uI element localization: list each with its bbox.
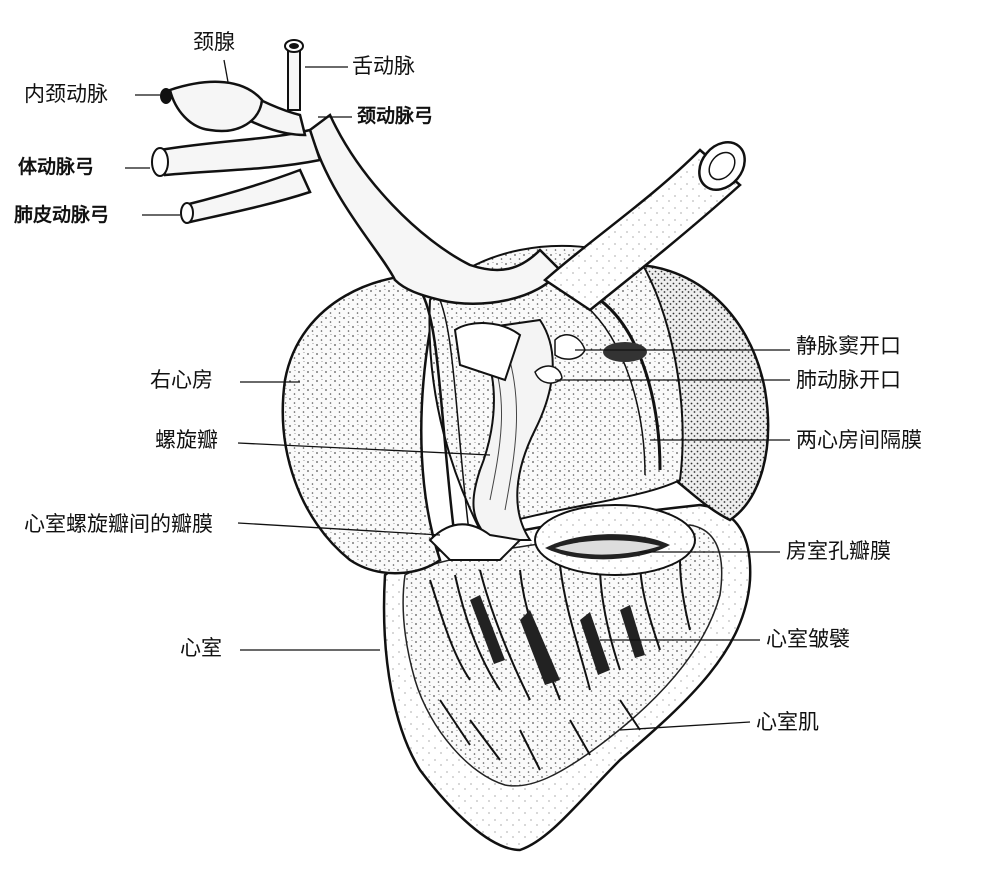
label-carotid-arch: 颈动脉弓 xyxy=(357,105,434,127)
label-interatrial-septum: 两心房间隔膜 xyxy=(796,428,922,452)
av-valve-fold-light xyxy=(555,540,660,555)
label-atrioventricular-valve: 房室孔瓣膜 xyxy=(786,539,891,563)
label-systemic-arch: 体动脉弓 xyxy=(18,156,95,178)
label-right-atrium: 右心房 xyxy=(150,368,213,392)
label-internal-carotid-artery: 内颈动脉 xyxy=(24,82,108,106)
leader-lines xyxy=(125,59,790,731)
label-carotid-gland: 颈腺 xyxy=(193,30,235,54)
label-lingual-artery: 舌动脉 xyxy=(352,54,415,78)
pulmocutaneous-arch-end xyxy=(180,202,194,224)
truncus-wall-left xyxy=(418,289,457,541)
label-sinus-venosus-opening: 静脉窦开口 xyxy=(796,334,901,358)
label-ventricle: 心室 xyxy=(180,636,222,660)
pulmocutaneous-arch xyxy=(183,168,312,224)
interatrial-septum xyxy=(599,298,662,471)
systemic-arch-end xyxy=(151,147,169,177)
systemic-arch xyxy=(158,128,322,177)
label-pulmonary-artery-opening: 肺动脉开口 xyxy=(796,368,901,392)
right-atrium xyxy=(281,273,442,575)
internal-carotid-end xyxy=(160,88,172,104)
spiral-valve xyxy=(467,318,554,541)
label-ventricular-muscle: 心室肌 xyxy=(756,710,819,734)
vena-cava-inner xyxy=(708,151,736,181)
pulmonary-vein-opening xyxy=(534,365,563,384)
ventricular-valve-membrane xyxy=(428,523,523,561)
label-ventricular-spiral-valve-membrane: 心室螺旋瓣间的瓣膜 xyxy=(24,512,213,536)
label-spiral-valve: 螺旋瓣 xyxy=(155,428,218,452)
carotid-gland xyxy=(168,80,264,133)
interatrial-septum-inner xyxy=(584,304,646,476)
conus-flap xyxy=(453,322,522,382)
truncus-trunk xyxy=(308,113,562,305)
ventricle-fold-dark xyxy=(470,595,645,685)
label-ventricular-folds: 心室皱襞 xyxy=(766,627,850,651)
truncus-wall-left-inner xyxy=(434,289,471,541)
label-pulmocutaneous-arch: 肺皮动脉弓 xyxy=(14,204,110,226)
lingual-artery xyxy=(287,47,301,111)
sinus-venosus-dark xyxy=(603,342,647,362)
lingual-artery-hole xyxy=(289,43,299,49)
ventricle-folds xyxy=(429,559,691,771)
